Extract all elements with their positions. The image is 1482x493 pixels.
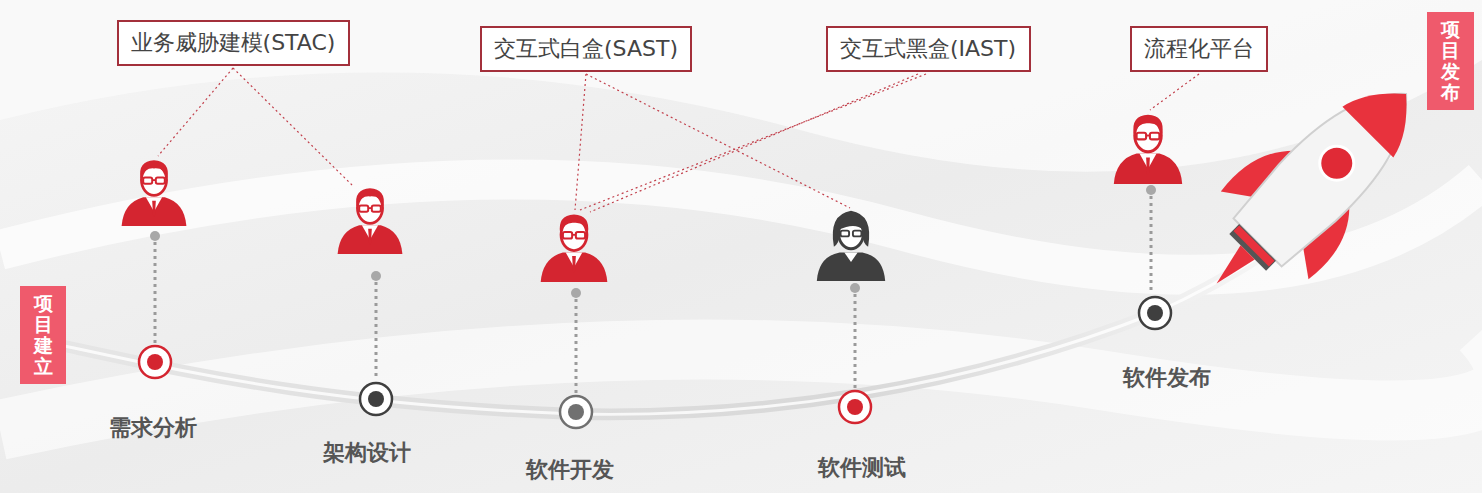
milestone-ring (560, 396, 592, 428)
stem-line (154, 242, 157, 344)
leader-line (1150, 74, 1199, 110)
stage-label: 软件测试 (818, 453, 906, 483)
milestone-tag: 项目发布 (1427, 12, 1474, 110)
leader-line (575, 74, 586, 210)
stem-line (575, 299, 578, 394)
person-icon (122, 160, 187, 226)
tool-box: 交互式黑盒(IAST) (826, 26, 1031, 72)
node-text: 项目发布 (1441, 19, 1460, 103)
milestone-ring (839, 391, 871, 423)
tool-box: 交互式白盒(SAST) (480, 26, 692, 72)
milestone-markers (139, 297, 1171, 428)
milestone-dot (147, 354, 163, 370)
tool-box: 流程化平台 (1130, 26, 1268, 72)
leader-lines (158, 68, 1199, 212)
timeline-track (60, 150, 1390, 414)
milestone-dot (1147, 305, 1163, 321)
leader-line (233, 68, 352, 185)
person-icon (338, 188, 403, 254)
stem-dot (371, 271, 381, 281)
stem-dot (571, 288, 581, 298)
background-swoosh (0, 0, 1482, 172)
stem-lines (155, 196, 1151, 394)
stem-line (854, 294, 857, 388)
stem-line (375, 282, 378, 380)
rocket-cross (1234, 225, 1275, 266)
stem-dot (1146, 185, 1156, 195)
stage-label: 需求分析 (109, 413, 197, 443)
milestone-dot (847, 399, 863, 415)
milestone-ring (1139, 297, 1171, 329)
person-icon (541, 214, 608, 282)
leader-line (158, 68, 233, 156)
stem-dot (150, 231, 160, 241)
milestone-dot (568, 404, 584, 420)
milestone-ring (360, 383, 392, 415)
node-text: 交互式黑盒(IAST) (840, 36, 1016, 62)
rocket-body (1229, 65, 1435, 271)
milestone-ring (139, 346, 171, 378)
stage-label: 软件发布 (1123, 363, 1211, 393)
stem-line (1150, 196, 1153, 294)
person-icon (1114, 115, 1182, 184)
timeline-highlight (60, 150, 1390, 414)
leader-line (590, 74, 918, 212)
node-text: 交互式白盒(SAST) (494, 36, 678, 62)
leader-line (580, 74, 926, 210)
rocket-window (1313, 139, 1361, 187)
rocket (1172, 49, 1451, 328)
milestone-tag: 项目建立 (20, 286, 66, 384)
node-text: 业务威胁建模(STAC) (131, 30, 336, 56)
stem-dots (150, 185, 1156, 298)
tool-box: 业务威胁建模(STAC) (117, 20, 350, 66)
node-text: 项目建立 (34, 293, 53, 377)
milestone-dot (368, 391, 384, 407)
node-text: 流程化平台 (1144, 36, 1254, 62)
stage-label: 架构设计 (323, 438, 411, 468)
stem-dot (850, 283, 860, 293)
rocket-nose (1342, 68, 1431, 157)
stage-label: 软件开发 (526, 455, 614, 485)
leader-line (586, 74, 850, 208)
person-icon (817, 211, 885, 281)
rocket-flame (1209, 245, 1254, 290)
